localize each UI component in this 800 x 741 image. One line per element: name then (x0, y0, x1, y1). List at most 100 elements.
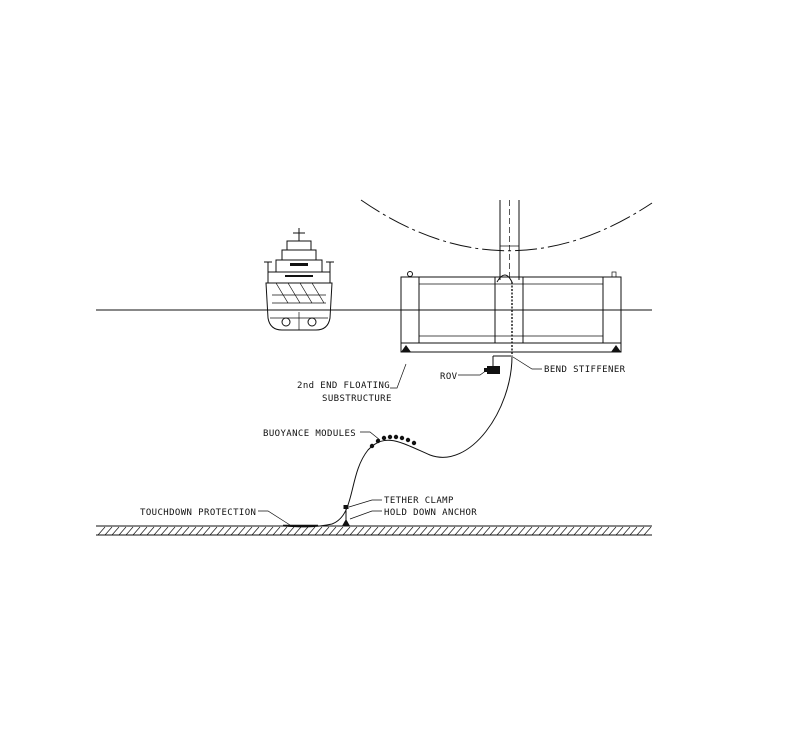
seabed-hatch-stroke (258, 526, 267, 536)
seabed-hatch-stroke (97, 526, 106, 536)
seabed-hatch-stroke (363, 526, 372, 536)
hold-down-anchor (342, 505, 350, 526)
seabed-hatch-stroke (447, 526, 456, 536)
seabed-hatch-stroke (503, 526, 512, 536)
seabed-hatch-stroke (174, 526, 183, 536)
seabed-hatch-stroke (412, 526, 421, 536)
seabed-hatch-stroke (342, 526, 351, 536)
seabed-hatch-stroke (559, 526, 568, 536)
seabed-hatch-stroke (580, 526, 589, 536)
label-rov: ROV (440, 372, 458, 382)
label-tether-clamp: TETHER CLAMP (384, 496, 454, 506)
seabed-hatch-stroke (202, 526, 211, 536)
rov (484, 355, 511, 374)
seabed-hatch-stroke (566, 526, 575, 536)
seabed-hatch-stroke (461, 526, 470, 536)
label-substructure-line1: 2nd END FLOATING (297, 381, 390, 391)
seabed-hatch-stroke (622, 526, 631, 536)
seabed-hatch-stroke (300, 526, 309, 536)
seabed-hatch-stroke (286, 526, 295, 536)
seabed-hatch-stroke (321, 526, 330, 536)
seabed-hatch-stroke (440, 526, 449, 536)
seabed-hatching (97, 526, 652, 536)
seabed-hatch-stroke (601, 526, 610, 536)
seabed-hatch-stroke (335, 526, 344, 536)
seabed-hatch-stroke (398, 526, 407, 536)
floating-substructure (400, 271, 622, 353)
seabed-hatch-stroke (223, 526, 232, 536)
seabed-hatch-stroke (433, 526, 442, 536)
seabed-hatch-stroke (272, 526, 281, 536)
label-touchdown-protection: TOUCHDOWN PROTECTION (140, 508, 256, 518)
seabed-hatch-stroke (279, 526, 288, 536)
seabed (96, 525, 652, 536)
seabed-hatch-stroke (377, 526, 386, 536)
seabed-hatch-stroke (426, 526, 435, 536)
seabed-hatch-stroke (419, 526, 428, 536)
seabed-hatch-stroke (510, 526, 519, 536)
seabed-hatch-stroke (167, 526, 176, 536)
seabed-hatch-stroke (307, 526, 316, 536)
seabed-hatch-stroke (188, 526, 197, 536)
seabed-hatch-stroke (216, 526, 225, 536)
seabed-hatch-stroke (125, 526, 134, 536)
seabed-hatch-stroke (629, 526, 638, 536)
label-bend-stiffener: BEND STIFFENER (544, 365, 626, 375)
seabed-hatch-stroke (496, 526, 505, 536)
seabed-hatch-stroke (195, 526, 204, 536)
seabed-hatch-stroke (384, 526, 393, 536)
seabed-hatch-stroke (524, 526, 533, 536)
seabed-hatch-stroke (405, 526, 414, 536)
seabed-hatch-stroke (251, 526, 260, 536)
seabed-hatch-stroke (531, 526, 540, 536)
seabed-hatch-stroke (468, 526, 477, 536)
seabed-hatch-stroke (244, 526, 253, 536)
seabed-hatch-stroke (230, 526, 239, 536)
dynamic-cable (282, 355, 513, 528)
seabed-hatch-stroke (146, 526, 155, 536)
seabed-hatch-stroke (643, 526, 652, 536)
seabed-hatch-stroke (538, 526, 547, 536)
seabed-hatch-stroke (552, 526, 561, 536)
seabed-hatch-stroke (489, 526, 498, 536)
seabed-hatch-stroke (545, 526, 554, 536)
label-buoyancy-modules: BUOYANCE MODULES (263, 429, 356, 439)
seabed-hatch-stroke (111, 526, 120, 536)
seabed-hatch-stroke (608, 526, 617, 536)
tether-clamp (343, 505, 349, 509)
seabed-hatch-stroke (517, 526, 526, 536)
seabed-hatch-stroke (587, 526, 596, 536)
seabed-hatch-stroke (636, 526, 645, 536)
turbine-tower (499, 200, 520, 280)
seabed-hatch-stroke (370, 526, 379, 536)
seabed-hatch-stroke (118, 526, 127, 536)
seabed-hatch-stroke (573, 526, 582, 536)
seabed-hatch-stroke (594, 526, 603, 536)
seabed-hatch-stroke (328, 526, 337, 536)
seabed-hatch-stroke (209, 526, 218, 536)
seabed-hatch-stroke (293, 526, 302, 536)
seabed-hatch-stroke (314, 526, 323, 536)
leader-lines (258, 356, 542, 526)
label-substructure-line2: SUBSTRUCTURE (322, 394, 392, 404)
installation-vessel (264, 228, 334, 331)
seabed-hatch-stroke (181, 526, 190, 536)
seabed-hatch-stroke (160, 526, 169, 536)
rotor-sweep-arc (360, 199, 653, 252)
seabed-hatch-stroke (454, 526, 463, 536)
column-cable (496, 274, 513, 356)
seabed-hatch-stroke (104, 526, 113, 536)
buoyancy-modules (369, 434, 417, 449)
seabed-hatch-stroke (153, 526, 162, 536)
seabed-hatch-stroke (356, 526, 365, 536)
seabed-hatch-stroke (391, 526, 400, 536)
seabed-hatch-stroke (482, 526, 491, 536)
seabed-hatch-stroke (475, 526, 484, 536)
seabed-hatch-stroke (132, 526, 141, 536)
seabed-hatch-stroke (237, 526, 246, 536)
seabed-hatch-stroke (265, 526, 274, 536)
seabed-hatch-stroke (615, 526, 624, 536)
label-hold-down-anchor: HOLD DOWN ANCHOR (384, 508, 477, 518)
